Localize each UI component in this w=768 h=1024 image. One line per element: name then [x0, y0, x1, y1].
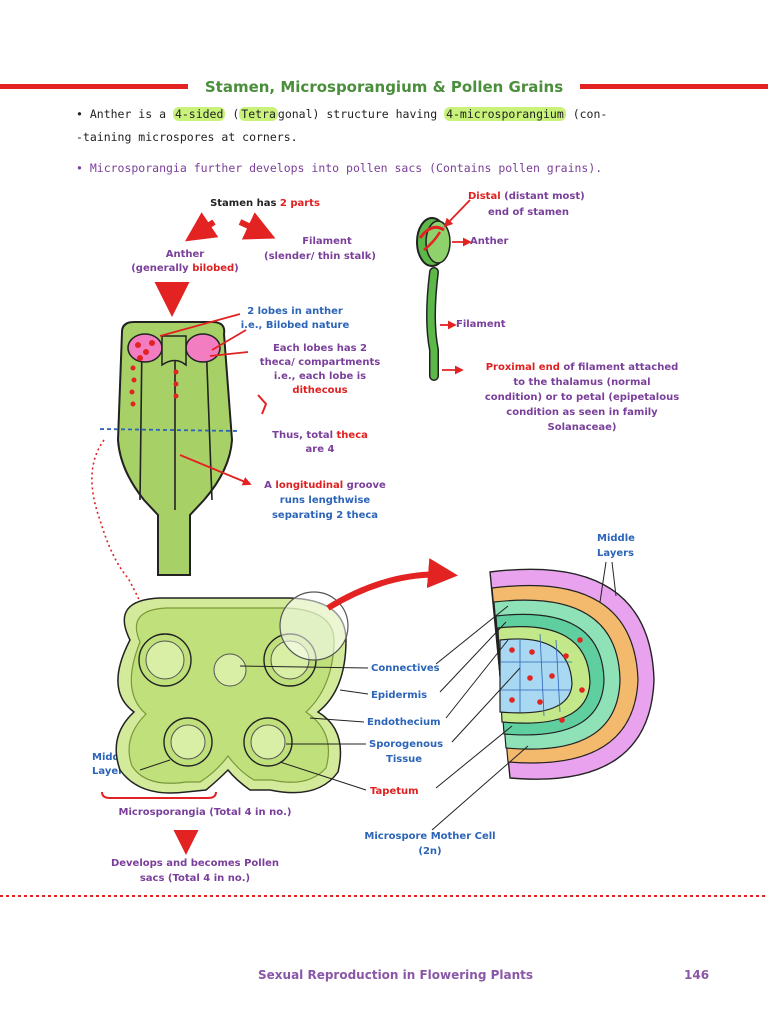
note-theca-1: Each lobes has 2 [272, 343, 368, 354]
label-connectives: Connectives [371, 663, 440, 674]
footer-chapter: Sexual Reproduction in Flowering Plants [258, 968, 534, 982]
label-middle-layers-right-2: Layers [597, 548, 634, 559]
note-total-em: theca [336, 430, 368, 441]
bullet-microsporangia: • Microsporangia further develops into p… [76, 161, 603, 175]
stamen-heading-em: 2 parts [279, 198, 320, 209]
note-groove-3: separating 2 theca [271, 510, 379, 521]
title-bar: Stamen, Microsporangium & Pollen Grains [0, 78, 768, 96]
anther-illustration [91, 313, 268, 618]
title-rule-left [0, 84, 190, 89]
anther-cross-section [101, 558, 458, 855]
proximal-4: condition as seen in family [506, 407, 658, 418]
proximal-3: condition) or to petal (epipetalous [484, 392, 680, 403]
note-lobes-1: 2 lobes in anther [247, 306, 343, 317]
filament-label: Filament [302, 236, 352, 247]
title-rule-right [578, 84, 768, 89]
bullet1-text-a: • Anther is a [76, 107, 173, 121]
distal-post: (distant most) [500, 191, 585, 202]
label-tapetum: Tapetum [370, 786, 419, 797]
note-total-1: Thus, total theca [250, 429, 390, 443]
note-lobes-2: i.e., Bilobed nature [240, 320, 350, 331]
bullet1-highlight-microsporangium: 4-microsporangium [444, 107, 566, 121]
note-total-pre: Thus, total [272, 430, 337, 441]
note-groove-1: A longitudinal groove [250, 479, 400, 493]
label-mmc-2: (2n) [418, 846, 442, 857]
bullet1-text-b: ( [225, 107, 240, 121]
note-groove-pre: A [264, 480, 276, 491]
note-groove-post: groove [343, 480, 386, 491]
note-theca-3: i.e., each lobe is [273, 371, 367, 382]
label-microsporangia: Microsporangia (Total 4 in no.) [118, 807, 292, 818]
label-middle-layers-right-1: Middle [597, 533, 635, 544]
label-middle-layers-left-2: Layers [92, 766, 129, 777]
bullet1-highlight-tetra: Tetra [239, 107, 278, 121]
distal-label-2: end of stamen [488, 207, 570, 218]
label-epidermis: Epidermis [371, 690, 428, 701]
proximal-1: Proximal end of filament attached [462, 361, 702, 375]
anther-sub-em: bilobed [192, 263, 235, 274]
proximal-em: Proximal end [485, 362, 560, 373]
proximal-post: of filament attached [559, 362, 679, 373]
note-groove-2: runs lengthwise [279, 495, 371, 506]
stamen-illustration [416, 199, 472, 381]
note-theca-2: theca/ compartments [259, 357, 381, 368]
label-middle-layers-left-1: Middle [92, 752, 130, 763]
bullet1-line2: -taining microspores at corners. [76, 130, 298, 144]
stamen-anther-label: Anther [470, 236, 509, 247]
filament-sub: (slender/ thin stalk) [264, 251, 376, 262]
label-sporogenous-1: Sporogenous [369, 739, 444, 750]
footer-page-number: 146 [684, 968, 710, 982]
stamen-parts-arrows [154, 212, 276, 317]
distal-label: Distal (distant most) [468, 190, 585, 204]
anther-sub-post: ) [234, 263, 239, 274]
anther-sub: (generally bilobed) [100, 262, 270, 276]
distal-em: Distal [468, 191, 501, 202]
anther-label: Anther [165, 249, 205, 260]
label-mmc-1: Microspore Mother Cell [364, 831, 496, 842]
note-groove-em: longitudinal [275, 480, 344, 491]
anther-sub-pre: (generally [131, 263, 193, 274]
stamen-heading-text: Stamen has [210, 198, 280, 209]
label-sporogenous-2: Tissue [386, 754, 423, 765]
stamen-filament-label: Filament [456, 319, 506, 330]
label-develops-2: sacs (Total 4 in no.) [139, 873, 251, 884]
bullet1-text-c: gonal) structure having [277, 107, 445, 121]
proximal-2: to the thalamus (normal [513, 377, 651, 388]
bullet1-text-d: (con- [565, 107, 608, 121]
bullet1-highlight-4-sided: 4-sided [172, 107, 226, 121]
stamen-heading: Stamen has 2 parts [170, 197, 360, 211]
note-theca-4: dithecous [292, 385, 348, 396]
label-endothecium: Endothecium [367, 717, 441, 728]
microsporangium-wall-detail [431, 561, 655, 831]
proximal-5: Solanaceae) [547, 422, 617, 433]
label-develops-1: Develops and becomes Pollen [110, 858, 280, 869]
note-total-2: are 4 [305, 444, 335, 455]
page-title: Stamen, Microsporangium & Pollen Grains [188, 78, 580, 96]
